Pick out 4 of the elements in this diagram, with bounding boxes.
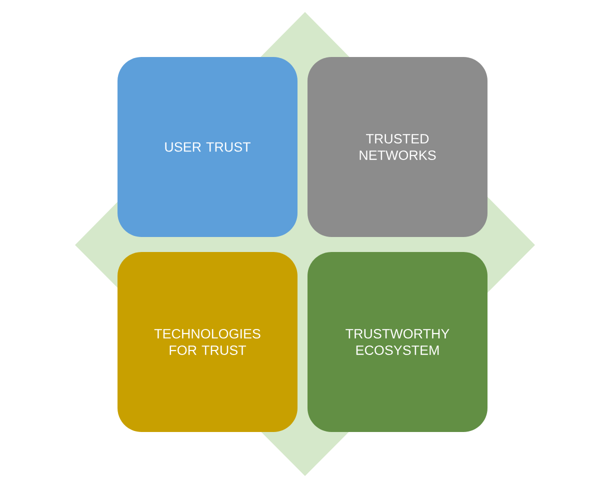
rounded-square: TECHNOLOGIES FOR TRUST bbox=[118, 252, 298, 432]
rounded-square: TRUSTED NETWORKS bbox=[308, 57, 488, 237]
rounded-square: USER TRUST bbox=[118, 57, 298, 237]
rounded-square: TRUSTWORTHY ECOSYSTEM bbox=[308, 252, 488, 432]
